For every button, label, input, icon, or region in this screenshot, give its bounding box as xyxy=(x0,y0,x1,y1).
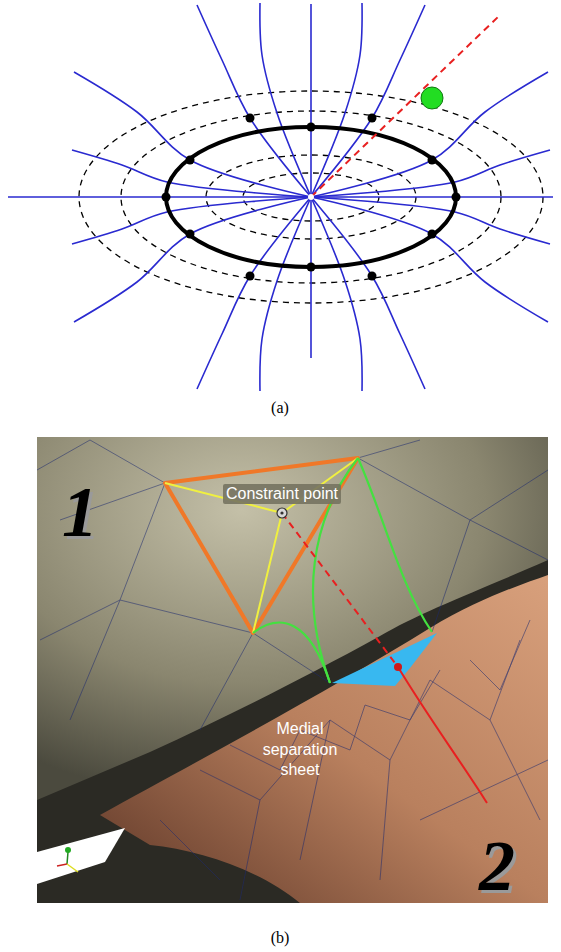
field-line xyxy=(311,72,548,197)
red-dashed-ray xyxy=(311,15,500,197)
field-lines xyxy=(72,3,550,391)
surface-number: 1 xyxy=(62,476,98,548)
ellipse-dots xyxy=(162,114,461,281)
field-line xyxy=(74,197,311,322)
field-line xyxy=(8,196,553,198)
field-line xyxy=(311,197,362,391)
subfigure-caption: (a) xyxy=(271,399,289,417)
ellipse-dot xyxy=(307,263,316,272)
field-line xyxy=(311,3,362,197)
solid-ellipse xyxy=(166,127,456,267)
field-diagram xyxy=(8,3,553,391)
field-line xyxy=(72,197,311,244)
center-point xyxy=(308,194,314,200)
field-line xyxy=(311,197,550,244)
field-line xyxy=(260,3,311,197)
yellow-lines xyxy=(165,458,358,633)
field-line xyxy=(260,197,311,391)
ellipse-dot xyxy=(452,193,461,202)
field-line xyxy=(74,72,311,197)
ellipse-dot xyxy=(368,114,377,123)
sheet-label: Medial separation sheet xyxy=(252,719,348,781)
surface-number: 2 xyxy=(479,830,515,902)
axis-icon xyxy=(57,847,78,872)
field-line xyxy=(72,150,311,197)
ellipse-dot xyxy=(186,230,195,239)
ellipse-dot xyxy=(186,156,195,165)
ellipse-dot xyxy=(307,123,316,132)
ellipse-dot xyxy=(162,193,171,202)
render-background xyxy=(37,437,548,903)
constraint-point-center xyxy=(280,511,283,514)
red-path xyxy=(398,667,487,803)
sheet-point xyxy=(394,663,402,671)
field-line xyxy=(197,197,311,389)
constraint-point xyxy=(277,508,287,518)
field-line xyxy=(311,197,425,389)
mesh-lines xyxy=(37,440,548,900)
ellipse-dot xyxy=(246,272,255,281)
ellipse-dot xyxy=(368,272,377,281)
field-line xyxy=(310,4,312,358)
constraint-label: Constraint point xyxy=(223,484,341,505)
field-line xyxy=(311,5,425,197)
mesh-render xyxy=(37,437,548,903)
field-line xyxy=(197,5,311,197)
green-point xyxy=(421,87,443,109)
ellipse-dot xyxy=(428,156,437,165)
ellipse-dot xyxy=(428,230,437,239)
background-gap xyxy=(37,828,125,884)
surface-2 xyxy=(100,575,548,903)
field-line xyxy=(311,197,548,322)
field-line xyxy=(311,150,550,197)
ellipse-dot xyxy=(246,114,255,123)
subfigure-caption: (b) xyxy=(271,929,290,947)
orange-triangle xyxy=(165,458,358,633)
red-dashed-path xyxy=(282,513,398,667)
medial-sheet-patch xyxy=(332,633,437,686)
